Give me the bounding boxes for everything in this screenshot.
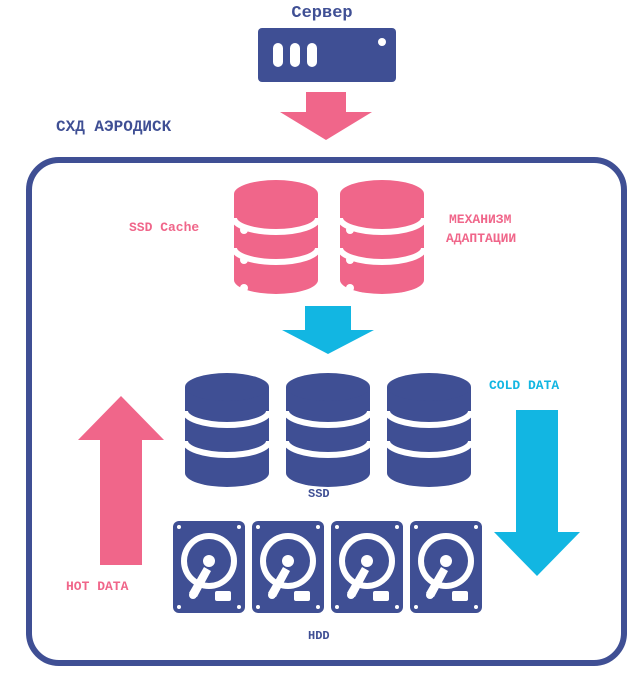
ssd-cache-label: SSD Cache bbox=[129, 220, 200, 235]
arrow-server-to-storage bbox=[280, 92, 372, 140]
ssd-label: SSD bbox=[308, 487, 330, 501]
hdd-icon-4 bbox=[410, 521, 482, 613]
hdd-icon-2 bbox=[252, 521, 324, 613]
server-icon bbox=[258, 28, 396, 82]
storage-title: СХД АЭРОДИСК bbox=[56, 118, 172, 136]
hdd-icon-3 bbox=[331, 521, 403, 613]
server-label: Сервер bbox=[291, 4, 353, 23]
ssd-database-icon-2 bbox=[286, 373, 370, 487]
adaptation-label-line1: МЕХАНИЗМ bbox=[449, 212, 512, 227]
hdd-label: HDD bbox=[308, 629, 330, 643]
arrow-cache-to-ssd bbox=[282, 306, 374, 354]
adaptation-database-icon bbox=[340, 180, 424, 294]
adaptation-label-line2: АДАПТАЦИИ bbox=[446, 231, 517, 246]
storage-frame bbox=[26, 157, 627, 666]
cold-data-label: COLD DATA bbox=[489, 378, 560, 393]
hot-data-arrow bbox=[78, 396, 164, 565]
ssd-cache-database-icon bbox=[234, 180, 318, 294]
hot-data-label: HOT DATA bbox=[66, 579, 129, 594]
hdd-icon-1 bbox=[173, 521, 245, 613]
ssd-database-icon-1 bbox=[185, 373, 269, 487]
cold-data-arrow bbox=[494, 410, 580, 576]
ssd-database-icon-3 bbox=[387, 373, 471, 487]
